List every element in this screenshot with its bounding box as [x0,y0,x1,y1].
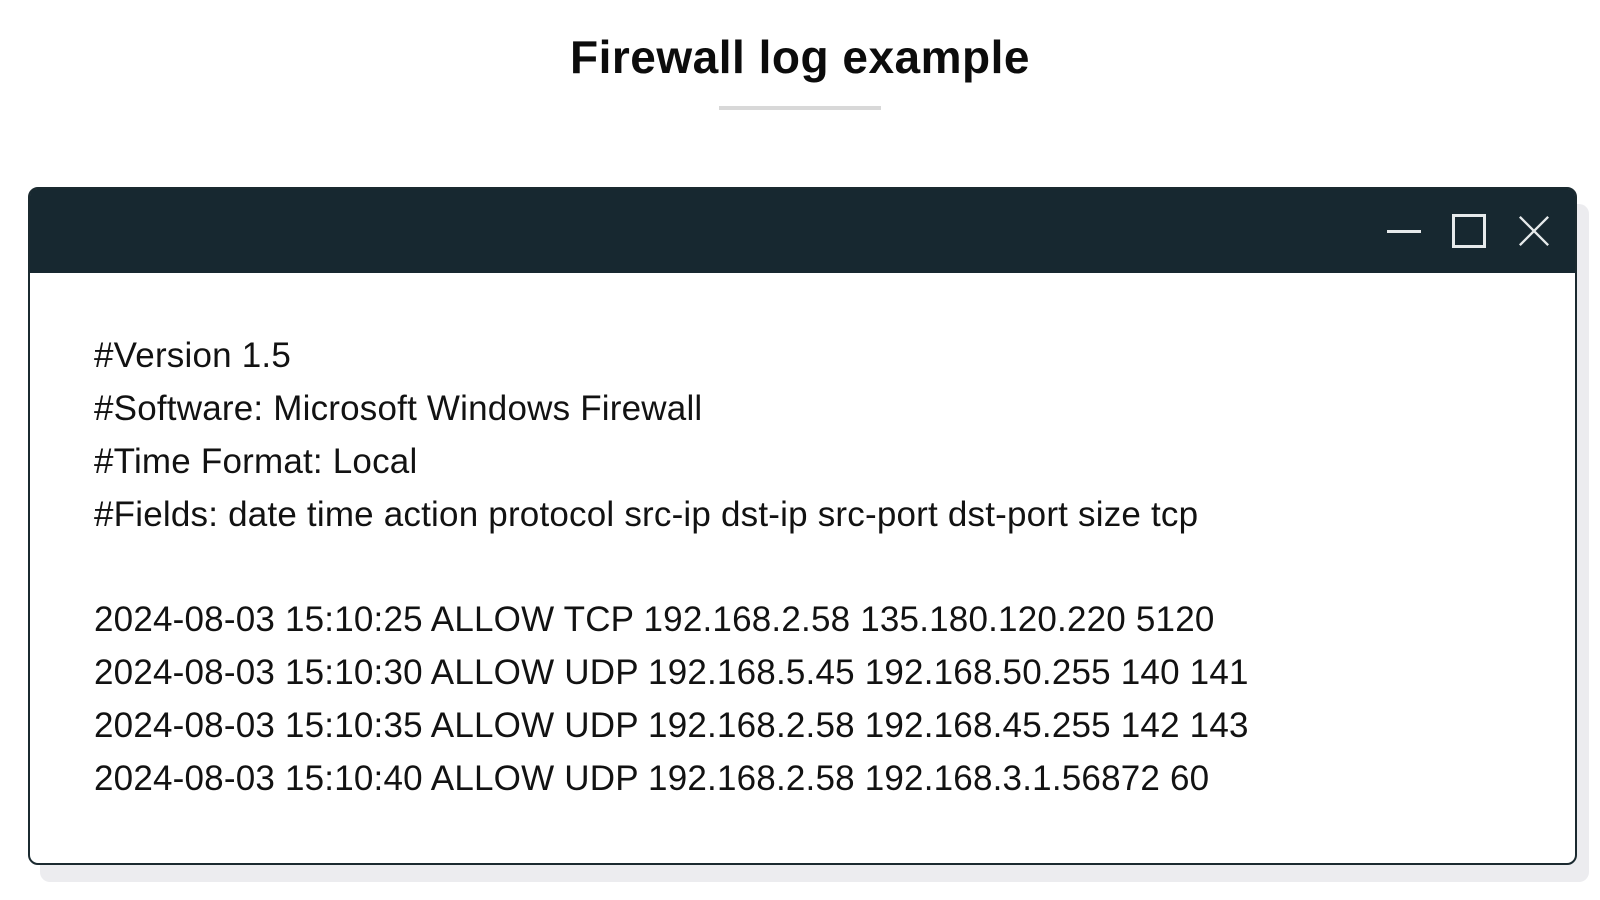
log-header-line: #Fields: date time action protocol src-i… [94,495,1199,534]
maximize-button[interactable] [1452,213,1486,249]
log-content: #Version 1.5 #Software: Microsoft Window… [30,273,1575,805]
log-entry: 2024-08-03 15:10:35 ALLOW UDP 192.168.2.… [94,706,1249,745]
log-entry: 2024-08-03 15:10:40 ALLOW UDP 192.168.2.… [94,759,1210,798]
log-header-line: #Software: Microsoft Windows Firewall [94,389,703,428]
firewall-log-window: #Version 1.5 #Software: Microsoft Window… [28,187,1577,865]
log-entry: 2024-08-03 15:10:25 ALLOW TCP 192.168.2.… [94,600,1215,639]
title-divider [719,106,881,110]
close-button[interactable] [1517,213,1551,249]
page-title: Firewall log example [570,31,1030,83]
maximize-icon [1452,214,1486,248]
log-header-block: #Version 1.5 #Software: Microsoft Window… [94,329,1535,541]
minimize-icon [1387,229,1421,233]
close-icon [1518,215,1550,247]
minimize-button[interactable] [1387,213,1421,249]
window-titlebar[interactable] [30,189,1575,273]
log-entry: 2024-08-03 15:10:30 ALLOW UDP 192.168.5.… [94,653,1249,692]
log-entry-block: 2024-08-03 15:10:25 ALLOW TCP 192.168.2.… [94,593,1535,805]
page: Firewall log example #Version 1.5 #Softw… [0,30,1600,900]
log-header-line: #Time Format: Local [94,442,418,481]
log-header-line: #Version 1.5 [94,336,291,375]
